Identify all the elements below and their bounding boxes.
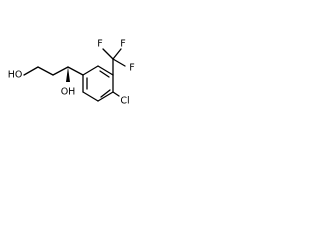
stereo-wedge [66, 67, 70, 82]
bond-cf3-f-top-right [112, 48, 122, 60]
ring-double-3 [99, 70, 110, 78]
bond-c3-ring [67, 66, 84, 76]
bond-c1-c2 [37, 66, 54, 76]
bond-cf3-f-right [112, 58, 126, 67]
atom-label-ho: HO [8, 70, 23, 81]
bond-ring-cl [112, 91, 120, 97]
bonds [23, 48, 126, 102]
bond-ho-c1 [23, 66, 39, 76]
ring-bond-6 [82, 65, 99, 76]
ring-double-2 [100, 89, 111, 98]
atom-labels: HO OH Cl F F F [8, 39, 135, 107]
atom-label-cl: Cl [120, 96, 129, 107]
ring-bond-3 [97, 91, 114, 102]
ring-bond-2 [82, 91, 99, 102]
chemical-structure-diagram: HO OH Cl F F F [8, 39, 135, 107]
atom-label-f-top-right: F [120, 39, 125, 50]
atom-label-f-right: F [129, 63, 134, 74]
atom-label-f-top-left: F [97, 39, 102, 50]
atom-label-oh: OH [61, 87, 76, 98]
bond-cf3-f-top-left [102, 48, 114, 60]
ring-bond-5 [97, 65, 114, 76]
bond-c2-c3 [52, 66, 69, 76]
